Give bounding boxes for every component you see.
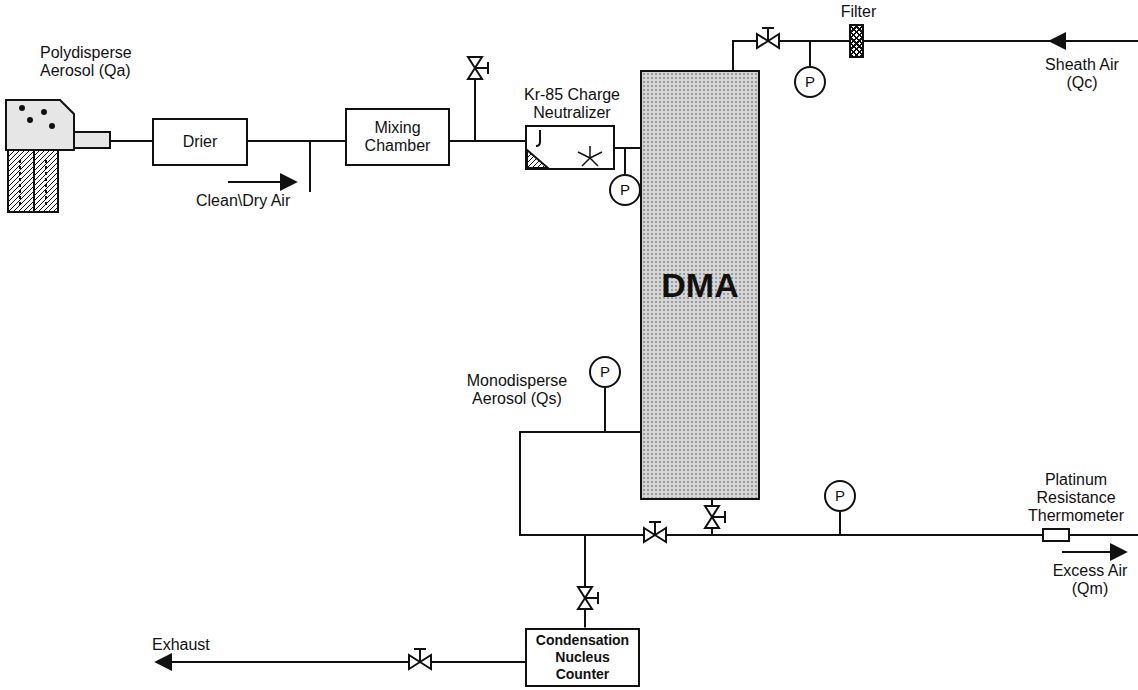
flow-label: Monodisperse Aerosol (Qs) [452,372,582,408]
flow-label: Polydisperse Aerosol (Qa) [40,44,160,80]
dma-column: DMA [640,70,760,500]
atomizer [6,100,110,212]
box-label: Mixing Chamber [353,119,443,155]
box-label: DMA [661,266,738,304]
pipe-connector [733,41,849,70]
flow-label: Excess Air (Qm) [1046,562,1134,598]
pipe-connector [712,500,1042,535]
box-label: Drier [183,133,218,151]
process-box: Condensation Nucleus Counter [525,628,640,687]
pressure-gauge: P [824,480,856,512]
pipe-connector [520,432,640,628]
pipe-connector [615,147,640,149]
pipe-connector [248,140,345,142]
gauge-letter: P [805,73,815,91]
process-box: Drier [152,118,248,166]
part-label: Kr-85 Charge Neutralizer [515,86,629,122]
charge-neutralizer: Kr-85 Charge Neutralizer [525,125,615,170]
pressure-gauge: P [794,66,826,98]
gauge-letter: P [835,487,845,505]
thermometer-probe: Platinum Resistance Thermometer [1042,528,1070,542]
pipe-connector [450,140,525,142]
gauge-letter: P [600,363,610,381]
flow-label: Sheath Air (Qc) [1032,56,1132,92]
gauge-letter: P [620,181,630,199]
part-label: Filter [821,3,896,21]
pressure-gauge: P [589,356,621,388]
filter-element: Filter [849,24,864,58]
flow-label: Exhaust [152,636,210,654]
process-box: Mixing Chamber [345,108,450,166]
box-label: Condensation Nucleus Counter [533,632,633,683]
flow-label: Clean\Dry Air [196,192,290,210]
pressure-gauge: P [609,174,641,206]
part-label: Platinum Resistance Thermometer [1022,471,1130,525]
